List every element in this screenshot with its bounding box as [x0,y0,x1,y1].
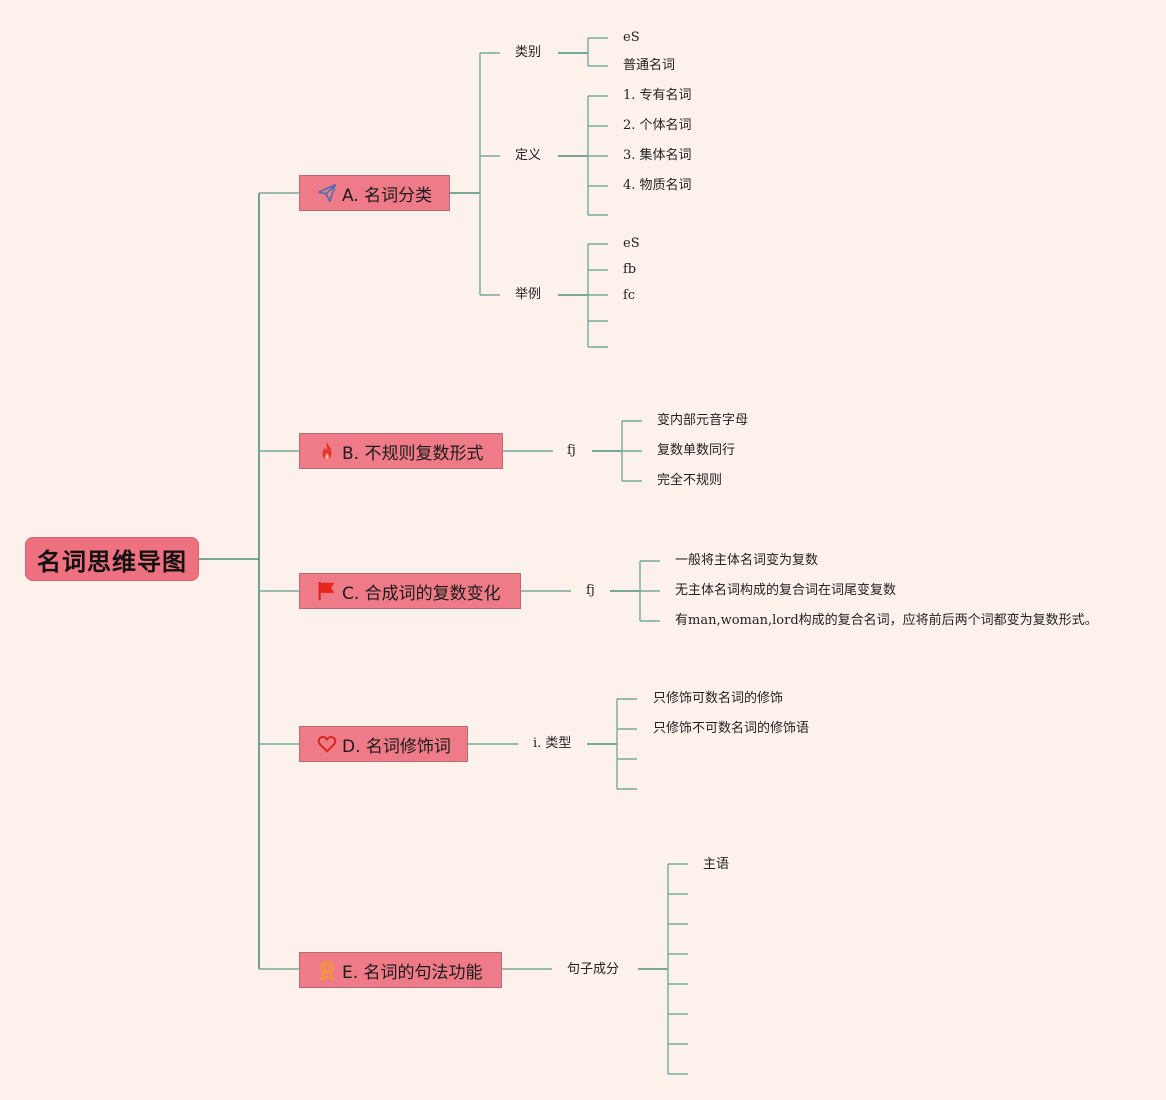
leaf-item[interactable]: 变内部元音字母 [657,413,749,428]
leaf-item[interactable]: 复数单数同行 [657,443,736,458]
topic-a-node[interactable]: A. 名词分类 [299,175,450,211]
root-node[interactable]: 名词思维导图 [25,537,199,581]
leaf-item[interactable]: 一般将主体名词变为复数 [675,553,819,568]
leaf-item[interactable]: 1. 专有名词 [623,88,692,103]
topic-b-label: B. 不规则复数形式 [342,443,484,464]
subtopic-e-sentence-components[interactable]: 句子成分 [567,962,620,977]
leaf-item[interactable]: 完全不规则 [657,473,723,488]
leaf-item[interactable]: fc [623,288,636,303]
leaf-item[interactable]: 3. 集体名词 [623,148,692,163]
leaf-item[interactable]: 有man,woman,lord构成的复合名词，应将前后两个词都变为复数形式。 [675,613,1098,628]
leaf-item[interactable]: 普通名词 [623,58,676,73]
leaf-item[interactable]: 2. 个体名词 [623,118,692,133]
leaf-item[interactable]: eS [623,30,640,45]
topic-e-label: E. 名词的句法功能 [342,962,483,983]
subtopic-a-example[interactable]: 举例 [515,287,542,302]
topic-d-node[interactable]: D. 名词修饰词 [299,726,468,762]
topic-d-label: D. 名词修饰词 [342,736,451,757]
leaf-item[interactable]: 只修饰可数名词的修饰 [653,691,784,706]
leaf-item[interactable]: 无主体名词构成的复合词在词尾变复数 [675,583,897,598]
topic-b-node[interactable]: B. 不规则复数形式 [299,433,503,469]
subtopic-c-fj[interactable]: fj [586,583,595,598]
subtopic-a-definition[interactable]: 定义 [515,148,542,163]
leaf-item[interactable]: 主语 [703,857,730,872]
subtopic-b-fj[interactable]: fj [567,443,576,458]
subtopic-d-type[interactable]: i. 类型 [533,736,572,751]
topic-c-label: C. 合成词的复数变化 [342,583,501,604]
flag-icon [316,580,338,602]
topic-a-label: A. 名词分类 [342,185,433,206]
leaf-item[interactable]: 只修饰不可数名词的修饰语 [653,721,810,736]
leaf-item[interactable]: eS [623,236,640,251]
heart-icon [316,733,338,755]
leaf-item[interactable]: fb [623,262,637,277]
topic-e-node[interactable]: E. 名词的句法功能 [299,952,502,988]
leaf-item[interactable]: 4. 物质名词 [623,178,692,193]
subtopic-a-category[interactable]: 类别 [515,45,542,60]
award-icon [316,959,338,981]
root-title: 名词思维导图 [37,547,187,576]
fire-icon [316,440,338,462]
topic-c-node[interactable]: C. 合成词的复数变化 [299,573,521,609]
paper-plane-icon [316,182,338,204]
